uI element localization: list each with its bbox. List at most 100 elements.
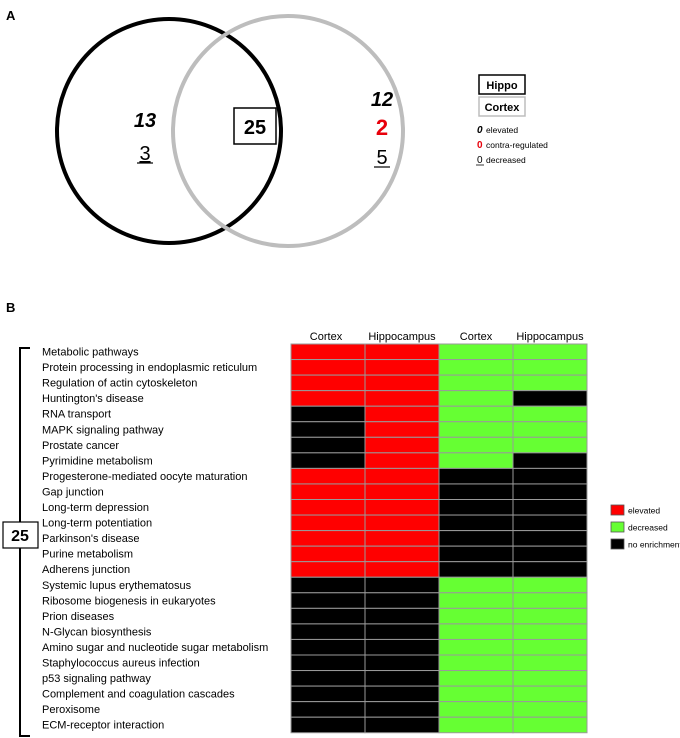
heatmap-cell (438, 530, 514, 547)
row-label: Staphylococcus aureus infection (42, 658, 200, 670)
heatmap-cell (438, 483, 514, 501)
row-label: Complement and coagulation cascades (42, 689, 235, 701)
heatmap-cell (290, 685, 366, 703)
column-header: Hippocampus (368, 331, 436, 343)
heatmap-cell (512, 499, 588, 516)
hippo-label-box (478, 74, 526, 95)
cortex-label: Cortex (485, 102, 521, 114)
heatmap-cell (364, 436, 440, 454)
heatmap-cell (512, 436, 588, 454)
heatmap-cell (364, 576, 440, 594)
row-label: Huntington's disease (42, 393, 144, 405)
heatmap-cell (512, 545, 588, 563)
row-label: MAPK signaling pathway (42, 424, 164, 436)
row-label: Adherens junction (42, 564, 130, 576)
row-label: Progesterone-mediated oocyte maturation (42, 471, 247, 483)
heatmap-cell (512, 421, 588, 438)
row-label: p53 signaling pathway (42, 673, 151, 685)
row-label: Prostate cancer (42, 440, 119, 452)
heatmap-cell (512, 607, 588, 625)
heatmap-cell (364, 514, 440, 532)
heatmap-cell (438, 716, 514, 734)
heatmap-cell (438, 514, 514, 532)
heatmap-cell (512, 638, 588, 656)
heatmap-cells (290, 343, 588, 734)
heatmap-cell (290, 530, 366, 547)
heatmap-cell (438, 452, 514, 469)
row-label: Purine metabolism (42, 549, 133, 561)
legend-swatch (610, 521, 625, 533)
heatmap-cell (364, 701, 440, 718)
heatmap-cell (364, 452, 440, 469)
heatmap-cell (512, 530, 588, 547)
left-decreased-count: 3 (139, 143, 150, 165)
heatmap-cell (290, 390, 366, 407)
heatmap-cell (438, 499, 514, 516)
legend-label: decreased (628, 523, 668, 533)
legend-label: no enrichment (628, 540, 680, 550)
heatmap-cell (512, 576, 588, 594)
heatmap-cell (512, 561, 588, 578)
heatmap-cell (290, 654, 366, 672)
row-label: Protein processing in endoplasmic reticu… (42, 362, 257, 374)
heatmap-cell (512, 514, 588, 532)
cortex-label-box (478, 96, 526, 117)
row-label: RNA transport (42, 409, 111, 421)
right-contra-count: 2 (376, 115, 388, 140)
heatmap-cell (438, 576, 514, 594)
heatmap-cell (512, 623, 588, 640)
legend-contra-symbol: 0 (477, 140, 483, 151)
legend-contra-label: contra-regulated (486, 140, 548, 150)
heatmap-cell (438, 343, 514, 361)
heatmap-cell (364, 670, 440, 687)
heatmap-cell (290, 421, 366, 438)
heatmap-cell (512, 716, 588, 734)
heatmap-cell (364, 638, 440, 656)
heatmap-cell (438, 374, 514, 392)
heatmap-cell (290, 499, 366, 516)
heatmap-cell (438, 607, 514, 625)
heatmap-cell (438, 685, 514, 703)
panel-a-letter: A (6, 8, 16, 23)
heatmap-cell (438, 623, 514, 640)
heatmap-cell (290, 576, 366, 594)
heatmap-cell (512, 483, 588, 501)
row-label: Gap junction (42, 486, 104, 498)
heatmap-cell (364, 499, 440, 516)
heatmap-cell (512, 405, 588, 423)
heatmap-cell (290, 436, 366, 454)
heatmap-cell (512, 685, 588, 703)
heatmap-cell (290, 514, 366, 532)
heatmap-legend: elevated decreased no enrichment (610, 504, 680, 550)
row-label: Peroxisome (42, 704, 100, 716)
panel-b-letter: B (6, 300, 15, 315)
cortex-circle (171, 14, 405, 248)
heatmap-cell (438, 405, 514, 423)
heatmap-cell (364, 483, 440, 501)
heatmap-cell (364, 685, 440, 703)
heatmap-cell (364, 405, 440, 423)
legend-label: elevated (628, 506, 660, 516)
overlap-box (233, 107, 277, 145)
legend-swatch (610, 504, 625, 516)
heatmap-cell (438, 638, 514, 656)
group-count-box (2, 521, 39, 549)
row-label: ECM-receptor interaction (42, 720, 164, 732)
heatmap-cell (364, 374, 440, 392)
heatmap-cell (512, 467, 588, 485)
hippo-circle (55, 17, 283, 245)
right-decreased-count: 5 (376, 147, 387, 169)
heatmap-cell (438, 701, 514, 718)
legend-decreased-label: decreased (486, 155, 526, 165)
row-label: Systemic lupus erythematosus (42, 580, 192, 592)
heatmap-cell (364, 561, 440, 578)
heatmap-cell (512, 701, 588, 718)
heatmap-cell (290, 343, 366, 361)
heatmap-cell (438, 670, 514, 687)
heatmap-cell (438, 545, 514, 563)
heatmap-cell (364, 421, 440, 438)
row-label: Metabolic pathways (42, 347, 139, 359)
heatmap-cell (290, 545, 366, 563)
heatmap-cell (438, 467, 514, 485)
